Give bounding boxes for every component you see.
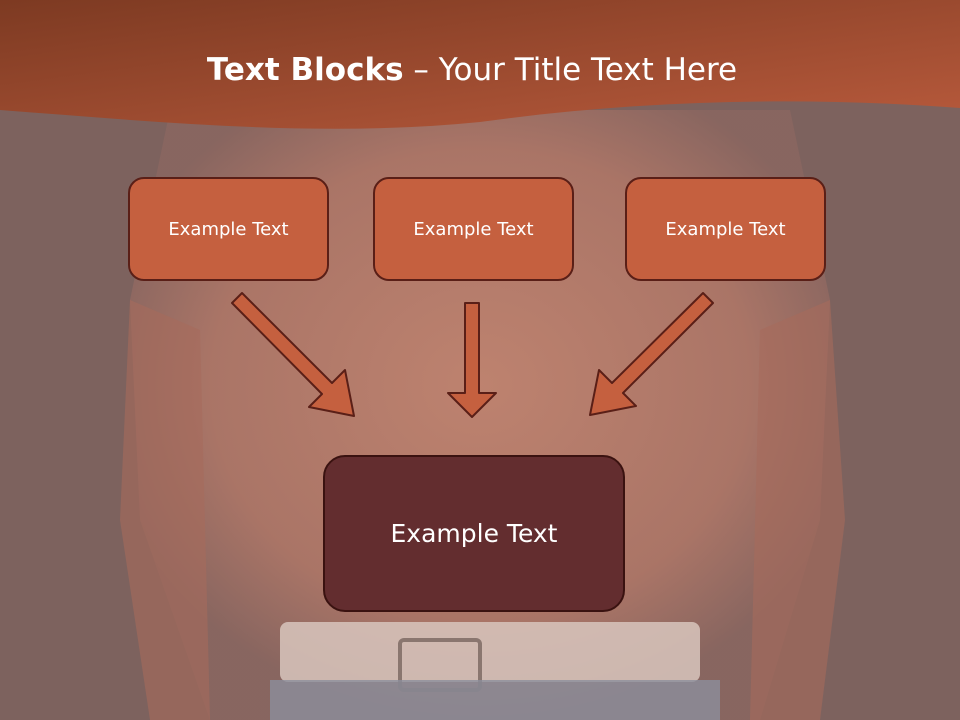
arrow-right-icon [589,292,714,416]
header-band [0,0,960,129]
text-block-label: Example Text [390,519,558,548]
arrow-down-icon [447,302,497,418]
text-block-label: Example Text [665,218,786,240]
slide-title: Text Blocks – Your Title Text Here [0,52,944,88]
text-block-center[interactable]: Example Text [323,455,625,612]
arrow-left-icon [231,292,355,417]
title-rest: – Your Title Text Here [403,52,738,88]
text-block-top-right[interactable]: Example Text [625,177,826,281]
text-block-label: Example Text [168,218,289,240]
title-bold: Text Blocks [206,52,404,88]
text-block-top-middle[interactable]: Example Text [373,177,574,281]
text-block-label: Example Text [413,218,534,240]
text-block-top-left[interactable]: Example Text [128,177,329,281]
